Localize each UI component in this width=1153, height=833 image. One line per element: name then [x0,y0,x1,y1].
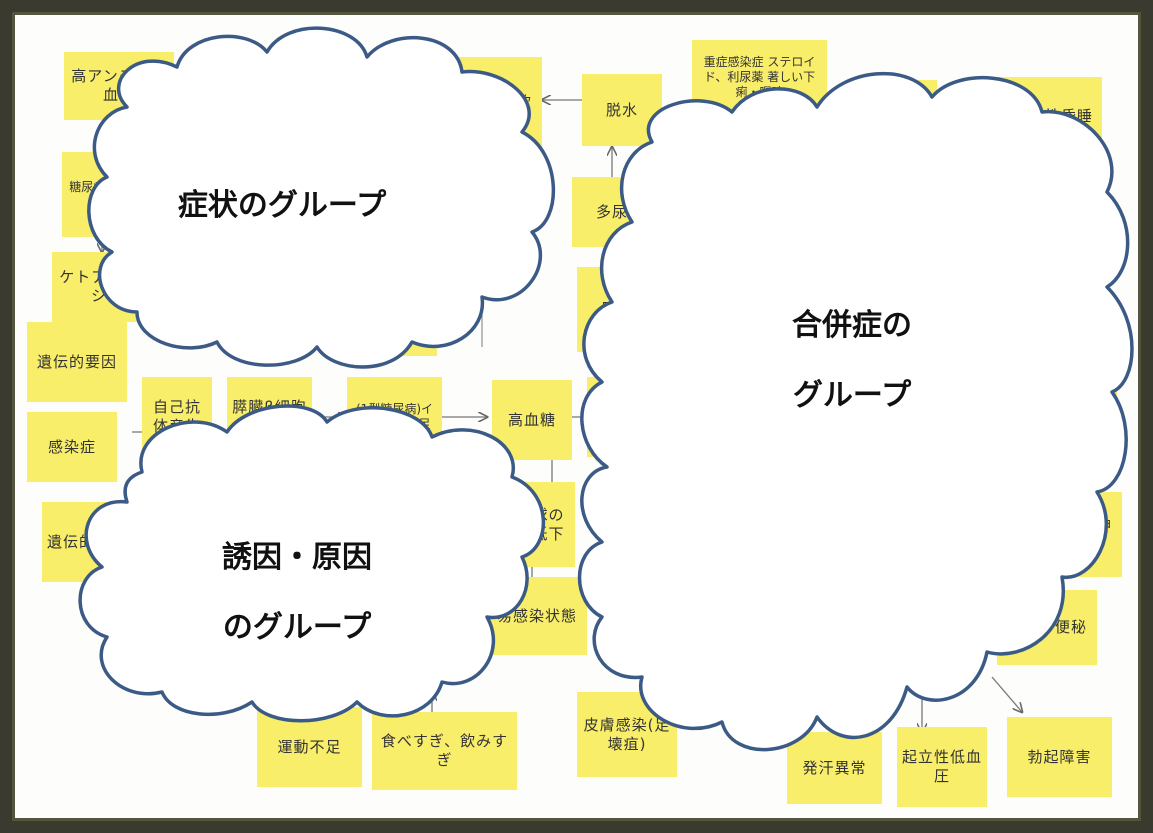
note-erectile-dysfunction[interactable]: 勃起障害 [1007,717,1112,797]
note-liver-ketone-production[interactable]: 肝臓でケトン体の生成増加 [212,262,322,342]
note-sensory-dullness[interactable]: 知覚鈍麻 [647,490,767,575]
note-white-blood-cell-dysfunction[interactable]: 白血球の機能低下 [490,482,575,567]
note-protein-catabolism[interactable]: 蛋白質の異化亢進 [342,67,442,157]
note-cerebral-infarction[interactable]: 脳梗塞 [702,177,807,252]
note-genetic-factors-2[interactable]: 遺伝的要因 [42,502,132,582]
note-ketoacidosis[interactable]: ケトアシドーシス [52,252,162,322]
note-severe-dehydration[interactable]: 重症の脱水 [847,80,937,145]
note-dehydration[interactable]: 脱水 [582,74,662,146]
note-sweating-abnormality[interactable]: 発汗異常 [787,732,882,804]
note-pancreatic-beta-cell-destruction[interactable]: 膵臓β細胞の破壊 [227,377,312,457]
affinity-diagram-board: 高アンモニア血症 血中アミノ酸の増加 蛋白質の異化亢進 口渇、多飲 脱水 重症感… [12,12,1141,821]
note-genetic-factors-1[interactable]: 遺伝的要因 [27,322,127,402]
note-peripheral-nerve-damage[interactable]: 末梢神経の障害 [892,497,992,582]
group-label-complications-line1: 合併症の [792,308,912,343]
note-infection[interactable]: 感染症 [27,412,117,482]
note-skin-infection-foot-gangrene[interactable]: 皮膚感染(足壊疽) [577,692,677,777]
group-label-complications-line2: グループ [792,378,912,413]
note-diabetic-retinopathy[interactable]: 糖尿病性網膜症 [1017,392,1117,472]
note-diabetic-neuropathy[interactable]: 糖尿病性神経症 [1022,492,1122,577]
note-severe-infection-steroids[interactable]: 重症感染症 ステロイド、利尿薬 著しい下痢・嘔吐 [692,40,827,115]
group-label-causes-line2: のグループ [222,610,372,645]
note-blood-amino-acid-increase[interactable]: 血中アミノ酸の増加 [222,57,322,147]
note-overeating-overdrinking[interactable]: 食べすぎ、飲みすぎ [372,712,517,790]
note-diabetic-gastropathy[interactable]: 糖尿病性胃症 [1022,297,1117,382]
group-label-symptoms: 症状のグループ [177,188,387,223]
note-orthostatic-hypotension[interactable]: 起立性低血圧 [897,727,987,807]
note-diarrhea-constipation[interactable]: 下痢・便秘 [997,590,1097,665]
group-label-causes-line1: 誘因・原因 [222,540,372,575]
note-lack-of-exercise[interactable]: 運動不足 [257,707,362,787]
note-fat-catabolism[interactable]: 脂肪異化亢進 [337,274,437,356]
note-thirst-polydipsia[interactable]: 口渇、多飲 [442,57,542,147]
note-plasma-osmolality-rise[interactable]: 血漿浸透圧上昇 [587,377,722,457]
note-hyperammonemia[interactable]: 高アンモニア血症 [64,52,174,120]
note-polyuria[interactable]: 多尿 [572,177,652,247]
note-susceptibility-to-infection[interactable]: 易感染状態 [487,577,587,655]
note-hyperglycemia[interactable]: 高血糖 [492,380,572,460]
note-skin-injury[interactable]: 皮膚損傷 [647,585,747,665]
note-glycosuria[interactable]: 尿糖 [577,267,657,352]
note-hyperosmolar-coma[interactable]: 高浸透圧性昏睡 [972,77,1102,155]
note-myocardial-infarction[interactable]: 心筋梗塞 [832,177,937,252]
note-type1-insulin-deficiency[interactable]: (1型糖尿病)インスリン不足 [347,377,442,457]
note-stress[interactable]: ストレス [107,597,187,677]
note-autoantibody-production[interactable]: 自己抗体産生 [142,377,212,457]
note-autonomic-neuropathy[interactable]: 自律神経障害 [802,592,932,677]
